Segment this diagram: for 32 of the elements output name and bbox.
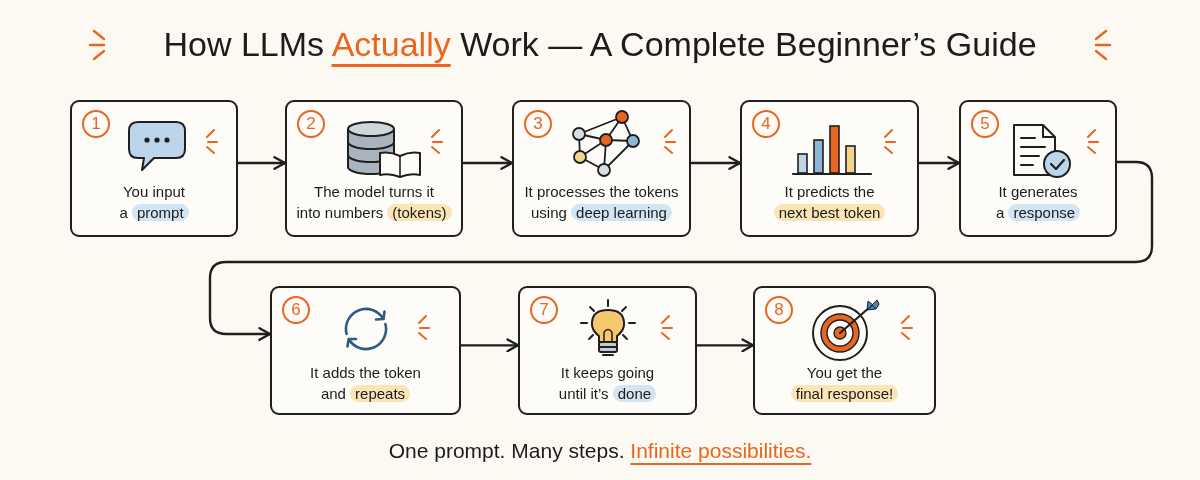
step-description: You get the final response!: [759, 362, 930, 404]
arrow: [919, 156, 961, 170]
step-number: 1: [82, 110, 110, 138]
arrow: [691, 156, 742, 170]
step-card: [518, 286, 697, 415]
arrow: [463, 156, 514, 170]
step-number: 5: [971, 110, 999, 138]
step-description: The model turns it into numbers (tokens): [291, 181, 457, 223]
step-number: 8: [765, 296, 793, 324]
step-description: It keeps going until it’s done: [557, 363, 658, 404]
step-description: You input a prompt: [76, 181, 232, 223]
step-number: 2: [297, 110, 325, 138]
arrow: [238, 156, 287, 170]
step-number: 6: [282, 296, 310, 324]
step-description: It adds the token and repeats: [309, 363, 422, 404]
step-number: 4: [752, 110, 780, 138]
step-card: [512, 100, 691, 237]
step-card: [285, 100, 463, 237]
step-number: 3: [524, 110, 552, 138]
step-description: It generates a response: [965, 181, 1111, 223]
arrow: [697, 338, 755, 353]
caption: One prompt. Many steps. Infinite possibilities.: [388, 438, 812, 464]
step-card: [270, 286, 461, 415]
step-card: [959, 100, 1117, 237]
title: How LLMs Actually Work — A Complete Beginner’s Guide: [163, 24, 1037, 65]
step-card: [740, 100, 919, 237]
step-number: 7: [530, 296, 558, 324]
step-card: [753, 286, 936, 415]
arrow: [461, 338, 520, 353]
step-card: [70, 100, 238, 237]
step-description: It predicts the next best token: [746, 181, 913, 223]
step-description: It processes the tokens using deep learning: [523, 182, 680, 223]
